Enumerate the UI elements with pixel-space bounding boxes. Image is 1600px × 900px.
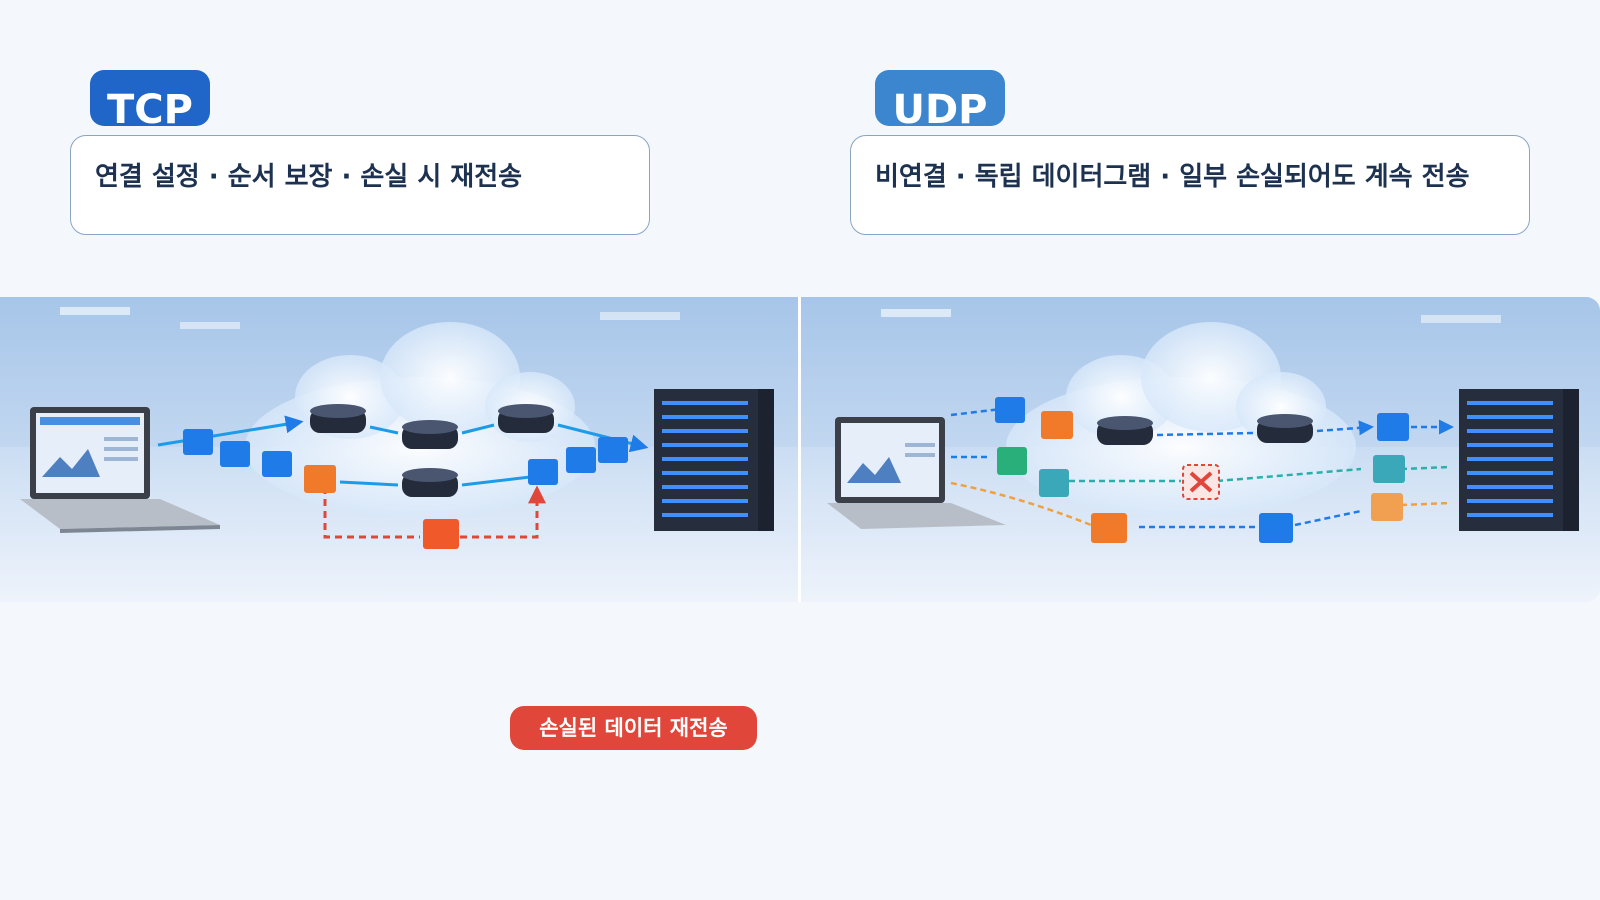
server-icon — [654, 389, 774, 531]
panel-divider — [798, 297, 801, 602]
udp-badge: UDP — [875, 70, 1005, 126]
tcp-network-illustration — [0, 297, 798, 602]
tcp-description: 연결 설정 · 순서 보장 · 손실 시 재전송 — [70, 135, 650, 235]
lost-packet-x-icon — [1182, 464, 1220, 500]
laptop-icon — [20, 407, 220, 533]
retransmit-label: 손실된 데이터 재전송 — [510, 706, 757, 750]
router-icon — [310, 404, 554, 497]
router-icon — [1097, 414, 1313, 445]
laptop-icon — [827, 417, 1006, 529]
server-icon — [1459, 389, 1579, 531]
packet-icon — [995, 397, 1409, 543]
tcp-badge: TCP — [90, 70, 210, 126]
udp-description: 비연결 · 독립 데이터그램 · 일부 손실되어도 계속 전송 — [850, 135, 1530, 235]
udp-network-illustration — [801, 297, 1600, 602]
packet-icon — [183, 429, 628, 549]
